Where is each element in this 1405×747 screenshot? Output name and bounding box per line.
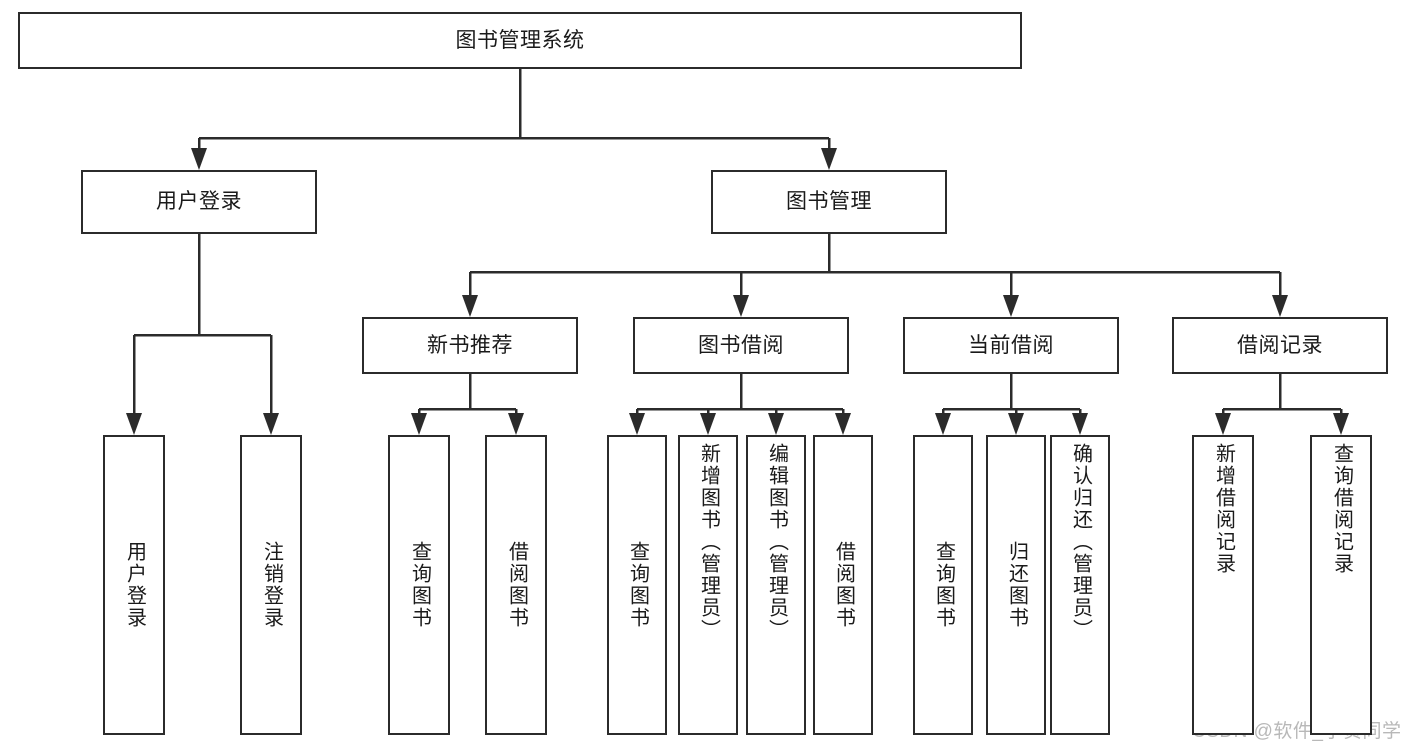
node-leaf-add-borrow-record[interactable]: 新增借阅记录 (1192, 435, 1254, 735)
node-book-borrow[interactable]: 图书借阅 (633, 317, 849, 374)
node-borrow-record[interactable]: 借阅记录 (1172, 317, 1388, 374)
node-label: 确认归还（管理员） (1069, 443, 1092, 641)
node-label: 查询图书 (408, 541, 431, 629)
node-label: 用户登录 (156, 190, 242, 214)
node-book-manage[interactable]: 图书管理 (711, 170, 947, 234)
node-label: 图书管理 (786, 190, 872, 214)
node-leaf-query-book-1[interactable]: 查询图书 (388, 435, 450, 735)
node-label: 图书借阅 (698, 333, 784, 357)
node-label: 新书推荐 (427, 333, 513, 357)
node-leaf-edit-book-admin[interactable]: 编辑图书（管理员） (746, 435, 806, 735)
node-leaf-query-borrow-record[interactable]: 查询借阅记录 (1310, 435, 1372, 735)
node-label: 查询借阅记录 (1330, 443, 1353, 575)
node-leaf-query-book-2[interactable]: 查询图书 (607, 435, 667, 735)
node-leaf-confirm-return-admin[interactable]: 确认归还（管理员） (1050, 435, 1110, 735)
node-leaf-user-login[interactable]: 用户登录 (103, 435, 165, 735)
node-leaf-add-book-admin[interactable]: 新增图书（管理员） (678, 435, 738, 735)
node-label: 借阅图书 (505, 541, 528, 629)
node-user-login[interactable]: 用户登录 (81, 170, 317, 234)
node-label: 查询图书 (626, 541, 649, 629)
node-label: 归还图书 (1005, 541, 1028, 629)
node-new-book-recommend[interactable]: 新书推荐 (362, 317, 578, 374)
node-leaf-query-book-3[interactable]: 查询图书 (913, 435, 973, 735)
node-label: 新增借阅记录 (1212, 443, 1235, 575)
node-label: 图书管理系统 (455, 28, 585, 52)
node-label: 当前借阅 (968, 333, 1054, 357)
node-leaf-return-book[interactable]: 归还图书 (986, 435, 1046, 735)
node-current-borrow[interactable]: 当前借阅 (903, 317, 1119, 374)
node-leaf-user-logout[interactable]: 注销登录 (240, 435, 302, 735)
node-label: 查询图书 (932, 541, 955, 629)
node-label: 新增图书（管理员） (697, 443, 720, 641)
node-label: 注销登录 (260, 541, 283, 629)
node-label: 借阅图书 (832, 541, 855, 629)
node-label: 借阅记录 (1237, 333, 1323, 357)
node-leaf-borrow-book-1[interactable]: 借阅图书 (485, 435, 547, 735)
node-root[interactable]: 图书管理系统 (18, 12, 1022, 69)
node-leaf-borrow-book-2[interactable]: 借阅图书 (813, 435, 873, 735)
node-label: 编辑图书（管理员） (765, 443, 788, 641)
node-label: 用户登录 (123, 541, 146, 629)
